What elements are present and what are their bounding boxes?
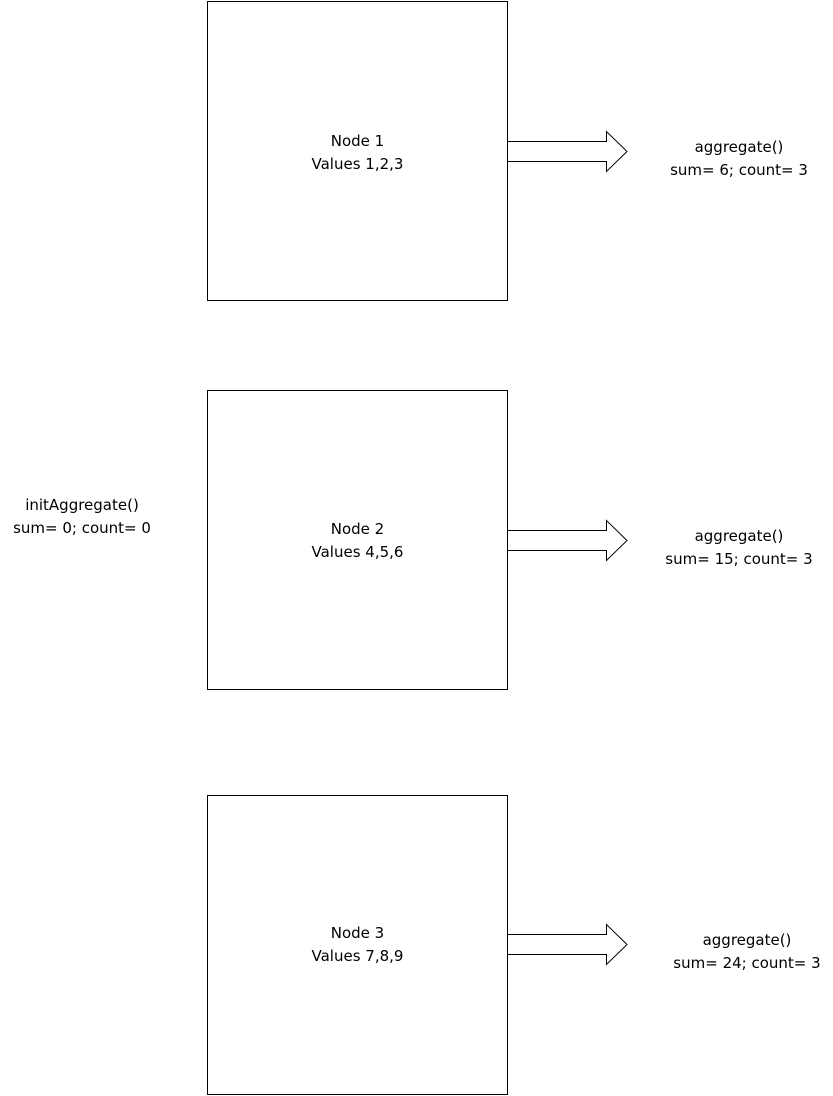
init-aggregate-label: initAggregate() sum= 0; count= 0	[8, 494, 156, 540]
node-1-result-state: sum= 6; count= 3	[670, 161, 808, 179]
node-3-output-arrow	[507, 923, 628, 966]
node-3-values: Values 7,8,9	[311, 947, 404, 965]
node-2-name: Node 2	[330, 520, 385, 538]
node-3-result-call: aggregate()	[702, 931, 792, 949]
node-3-name: Node 3	[330, 924, 385, 942]
node-2-result-call: aggregate()	[694, 527, 784, 545]
node-3-label: Node 3 Values 7,8,9	[208, 922, 507, 968]
node-1-label: Node 1 Values 1,2,3	[208, 130, 507, 176]
node-1-output-arrow	[507, 130, 628, 173]
node-1-box: Node 1 Values 1,2,3	[207, 1, 508, 301]
node-3-result-label: aggregate() sum= 24; count= 3	[663, 929, 831, 975]
node-1-result-label: aggregate() sum= 6; count= 3	[659, 136, 819, 182]
init-aggregate-call: initAggregate()	[25, 496, 139, 514]
init-aggregate-state: sum= 0; count= 0	[13, 519, 151, 537]
node-2-result-label: aggregate() sum= 15; count= 3	[656, 525, 822, 571]
node-2-result-state: sum= 15; count= 3	[665, 550, 813, 568]
node-1-result-call: aggregate()	[694, 138, 784, 156]
node-2-values: Values 4,5,6	[311, 543, 404, 561]
node-3-result-state: sum= 24; count= 3	[673, 954, 821, 972]
node-2-label: Node 2 Values 4,5,6	[208, 518, 507, 564]
node-2-output-arrow	[507, 519, 628, 562]
node-1-values: Values 1,2,3	[311, 155, 404, 173]
node-3-box: Node 3 Values 7,8,9	[207, 795, 508, 1095]
node-2-box: Node 2 Values 4,5,6	[207, 390, 508, 690]
node-1-name: Node 1	[330, 132, 385, 150]
